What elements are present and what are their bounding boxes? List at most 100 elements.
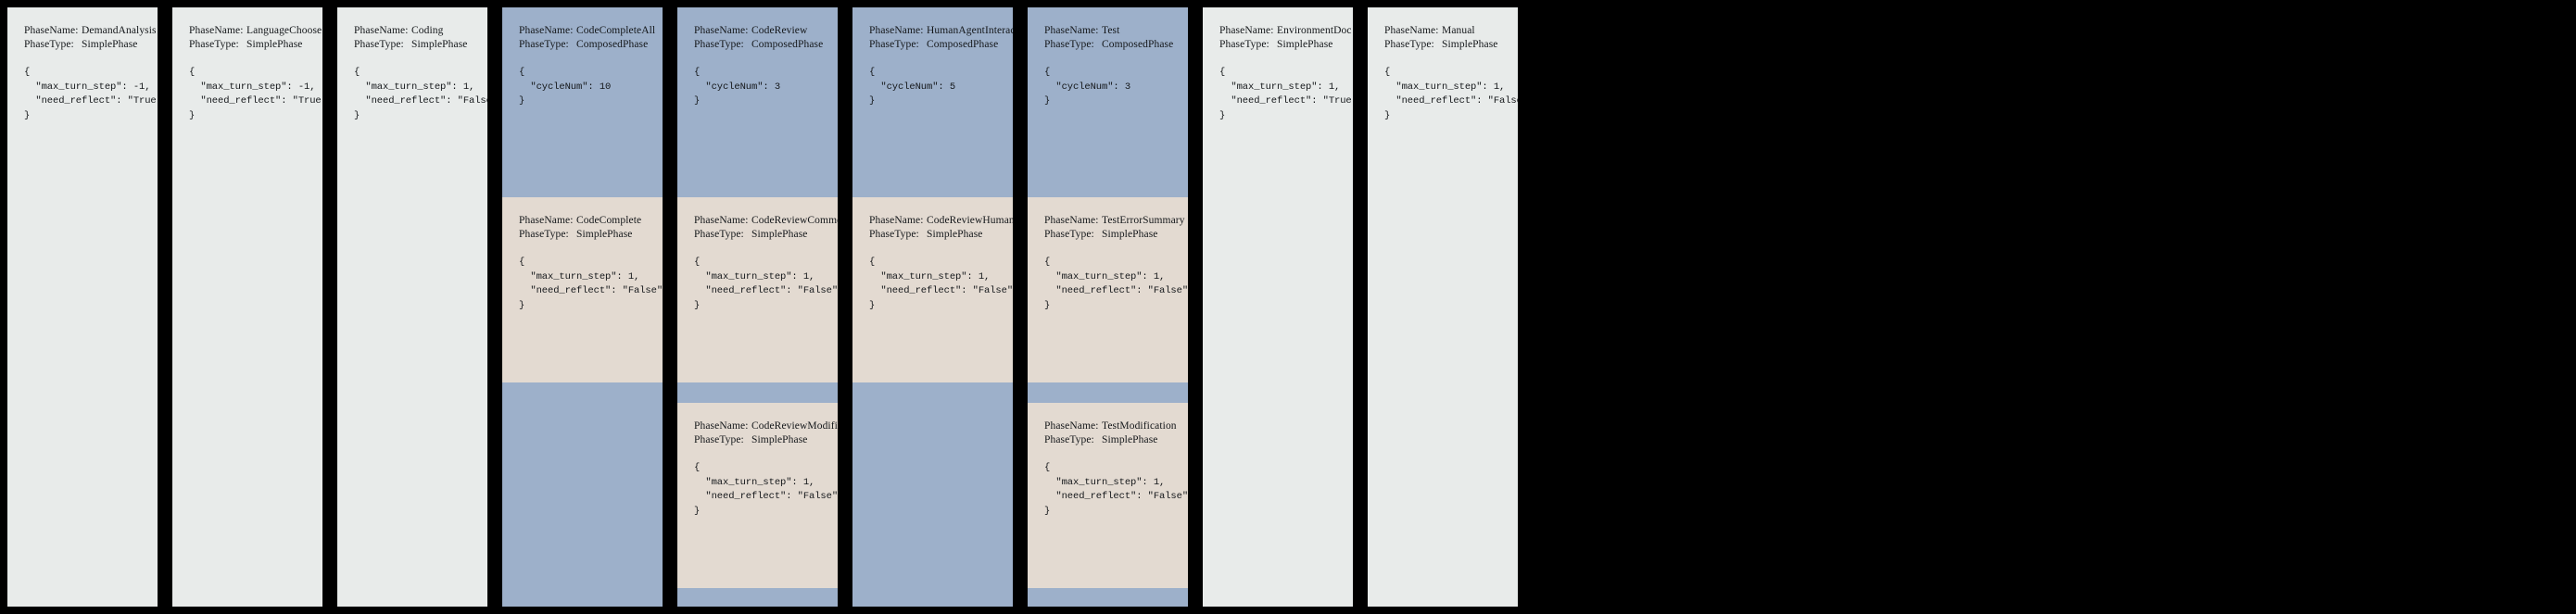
phase-type-row: PhaseType: SimplePhase	[24, 38, 145, 52]
phase-type-value: SimplePhase	[246, 39, 303, 50]
phase-type-row: PhaseType: SimplePhase	[1384, 38, 1505, 52]
phase-type-row: PhaseType: ComposedPhase	[519, 38, 650, 52]
phase-name-value: TestErrorSummary	[1102, 215, 1185, 226]
phase-card-test[interactable]: PhaseName: Test PhaseType: ComposedPhase…	[1028, 7, 1188, 607]
phase-name-row: PhaseName: CodeReview	[694, 24, 825, 38]
phase-meta: PhaseName: CodeComplete PhaseType: Simpl…	[519, 214, 650, 242]
sub-phase-codecomplete[interactable]: PhaseName: CodeComplete PhaseType: Simpl…	[502, 197, 663, 382]
phase-type-row: PhaseType: ComposedPhase	[869, 38, 1000, 52]
phase-card-languagechoose[interactable]: PhaseName: LanguageChoose PhaseType: Sim…	[172, 7, 322, 607]
json-open-brace: {	[24, 67, 31, 78]
json-open-brace: {	[354, 67, 360, 78]
phase-type-label: PhaseType:	[354, 39, 404, 50]
json-line: "need_reflect": "False"	[694, 285, 838, 296]
phase-header: PhaseName: Test PhaseType: ComposedPhase…	[1028, 7, 1188, 197]
phase-name-label: PhaseName:	[519, 25, 574, 36]
json-line: "cycleNum": 3	[694, 81, 781, 93]
phase-card-environmentdoc[interactable]: PhaseName: EnvironmentDoc PhaseType: Sim…	[1203, 7, 1353, 607]
phase-config-json: { "cycleNum": 3}	[1044, 66, 1175, 109]
phase-header: PhaseName: DemandAnalysis PhaseType: Sim…	[7, 7, 158, 607]
json-close-brace: }	[694, 299, 701, 311]
phase-name-value: CodeReviewModification	[751, 420, 838, 432]
json-close-brace: }	[1044, 95, 1051, 107]
phase-type-label: PhaseType:	[869, 39, 919, 50]
phase-name-value: Manual	[1442, 25, 1475, 36]
phase-card-codereview[interactable]: PhaseName: CodeReview PhaseType: Compose…	[677, 7, 838, 607]
phase-name-value: DemandAnalysis	[82, 25, 157, 36]
phase-type-row: PhaseType: SimplePhase	[694, 228, 825, 242]
phase-type-label: PhaseType:	[694, 229, 744, 240]
phase-type-row: PhaseType: ComposedPhase	[694, 38, 825, 52]
json-line: "max_turn_step": 1,	[1384, 81, 1506, 93]
phase-type-row: PhaseType: SimplePhase	[694, 433, 825, 447]
phase-config-json: { "max_turn_step": 1, "need_reflect": "F…	[694, 256, 838, 313]
phase-type-row: PhaseType: SimplePhase	[869, 228, 1000, 242]
phase-header: PhaseName: Manual PhaseType: SimplePhase…	[1368, 7, 1518, 607]
phase-meta: PhaseName: TestErrorSummary PhaseType: S…	[1044, 214, 1184, 242]
json-close-brace: }	[189, 109, 196, 121]
json-open-brace: {	[1219, 67, 1226, 78]
phase-type-label: PhaseType:	[1219, 39, 1269, 50]
phase-name-label: PhaseName:	[694, 420, 749, 432]
phase-name-label: PhaseName:	[1044, 420, 1099, 432]
phase-card-codecompleteall[interactable]: PhaseName: CodeCompleteAll PhaseType: Co…	[502, 7, 663, 607]
phase-type-label: PhaseType:	[519, 229, 569, 240]
phase-type-value: SimplePhase	[751, 434, 808, 445]
phase-type-value: SimplePhase	[1102, 434, 1158, 445]
phase-config-json: { "max_turn_step": 1, "need_reflect": "F…	[354, 66, 487, 123]
json-line: "max_turn_step": 1,	[694, 270, 815, 282]
phase-meta: PhaseName: LanguageChoose PhaseType: Sim…	[189, 24, 322, 52]
phase-name-label: PhaseName:	[354, 25, 409, 36]
json-close-brace: }	[869, 299, 876, 311]
phase-config-json: { "max_turn_step": 1, "need_reflect": "T…	[1219, 66, 1353, 123]
sub-phase-codereviewhuman[interactable]: PhaseName: CodeReviewHuman PhaseType: Si…	[852, 197, 1013, 382]
phase-name-row: PhaseName: Manual	[1384, 24, 1505, 38]
phase-config-json: { "cycleNum": 5}	[869, 66, 1000, 109]
json-open-brace: {	[1384, 67, 1391, 78]
json-line: "cycleNum": 3	[1044, 81, 1131, 93]
phase-config-json: { "cycleNum": 3}	[694, 66, 825, 109]
phase-meta: PhaseName: Manual PhaseType: SimplePhase	[1384, 24, 1505, 52]
sub-phase-separator	[677, 382, 838, 403]
phase-type-value: ComposedPhase	[1102, 39, 1174, 50]
sub-phase-testerrorsummary[interactable]: PhaseName: TestErrorSummary PhaseType: S…	[1028, 197, 1188, 382]
phase-config-json: { "max_turn_step": 1, "need_reflect": "F…	[869, 256, 1013, 313]
composed-phase-footer	[1028, 588, 1188, 607]
phase-name-label: PhaseName:	[1044, 215, 1099, 226]
phase-type-value: SimplePhase	[1277, 39, 1333, 50]
phase-name-value: CodeReview	[751, 25, 808, 36]
phase-name-row: PhaseName: Coding	[354, 24, 474, 38]
sub-phase-testmodification[interactable]: PhaseName: TestModification PhaseType: S…	[1028, 403, 1188, 588]
phase-config-json: { "cycleNum": 10}	[519, 66, 650, 109]
json-close-brace: }	[1384, 109, 1391, 121]
json-line: "need_reflect": "False"	[1044, 285, 1188, 296]
sub-phase-codereviewmodification[interactable]: PhaseName: CodeReviewModification PhaseT…	[677, 403, 838, 588]
json-close-brace: }	[24, 109, 31, 121]
phase-name-value: LanguageChoose	[246, 25, 322, 36]
json-open-brace: {	[1044, 462, 1051, 473]
json-close-brace: }	[1219, 109, 1226, 121]
phase-card-demandanalysis[interactable]: PhaseName: DemandAnalysis PhaseType: Sim…	[7, 7, 158, 607]
json-open-brace: {	[1044, 67, 1051, 78]
phase-name-value: EnvironmentDoc	[1277, 25, 1352, 36]
phase-type-value: SimplePhase	[927, 229, 983, 240]
json-open-brace: {	[694, 67, 701, 78]
sub-phase-codereviewcomment[interactable]: PhaseName: CodeReviewComment PhaseType: …	[677, 197, 838, 382]
phase-card-humanagentinteraction[interactable]: PhaseName: HumanAgentInteraction PhaseTy…	[852, 7, 1013, 607]
phase-name-value: CodeComplete	[576, 215, 642, 226]
phase-card-coding[interactable]: PhaseName: Coding PhaseType: SimplePhase…	[337, 7, 487, 607]
json-open-brace: {	[694, 257, 701, 268]
phase-config-json: { "max_turn_step": -1, "need_reflect": "…	[24, 66, 158, 123]
json-close-brace: }	[1044, 299, 1051, 311]
phase-meta: PhaseName: HumanAgentInteraction PhaseTy…	[869, 24, 1013, 52]
phase-type-value: ComposedPhase	[576, 39, 649, 50]
phase-config-json: { "max_turn_step": 1, "need_reflect": "F…	[1384, 66, 1518, 123]
phase-meta: PhaseName: TestModification PhaseType: S…	[1044, 420, 1177, 447]
json-open-brace: {	[189, 67, 196, 78]
phase-card-manual[interactable]: PhaseName: Manual PhaseType: SimplePhase…	[1368, 7, 1518, 607]
sub-phase-separator	[1028, 382, 1188, 403]
json-line: "max_turn_step": 1,	[1219, 81, 1341, 93]
json-line: "cycleNum": 10	[519, 81, 612, 93]
phase-config-json: { "max_turn_step": 1, "need_reflect": "F…	[1044, 461, 1188, 519]
phase-name-label: PhaseName:	[1219, 25, 1274, 36]
